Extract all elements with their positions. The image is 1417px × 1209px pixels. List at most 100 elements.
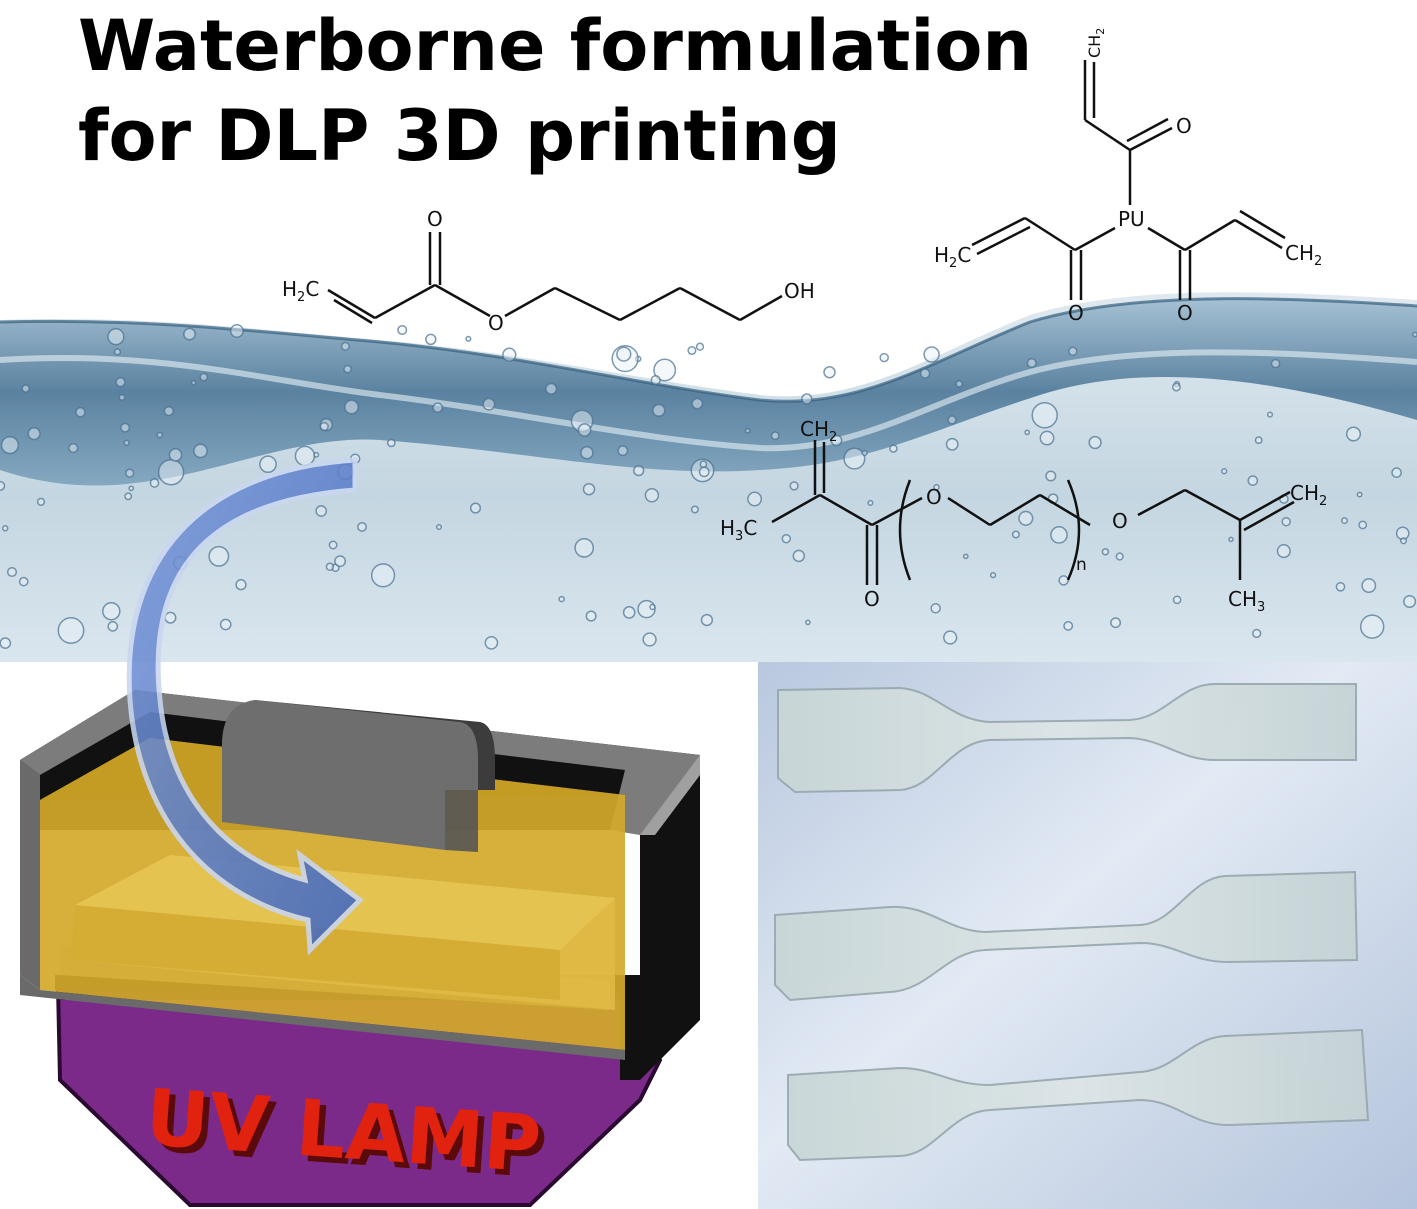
dogbone-specimen bbox=[774, 870, 1359, 1002]
water-bubble bbox=[792, 549, 806, 563]
water-bubble bbox=[1172, 595, 1182, 605]
water-bubble bbox=[1, 525, 9, 532]
water-bubble bbox=[315, 505, 328, 517]
water-bubble bbox=[558, 595, 565, 603]
water-bubble bbox=[319, 421, 329, 432]
water-bubble bbox=[27, 426, 41, 441]
water-bubble bbox=[102, 601, 121, 621]
water-bubble bbox=[465, 335, 472, 342]
water-bubble bbox=[340, 341, 350, 351]
water-bubble bbox=[700, 613, 714, 627]
molecule-pegdma bbox=[771, 440, 1295, 585]
water-bubble bbox=[695, 342, 705, 351]
water-bubble bbox=[1281, 516, 1291, 527]
water-bubble bbox=[115, 377, 126, 388]
water-bubble bbox=[6, 566, 18, 578]
water-bubble bbox=[879, 352, 889, 363]
water-bubble bbox=[989, 571, 997, 579]
water-bubble bbox=[781, 533, 792, 544]
water-bubble bbox=[923, 346, 940, 363]
water-bubble bbox=[484, 635, 499, 650]
build-platform bbox=[222, 700, 495, 852]
water-bubble bbox=[344, 399, 359, 415]
water-bubble bbox=[75, 406, 86, 418]
water-bubble bbox=[823, 365, 836, 379]
water-bubble bbox=[962, 553, 969, 560]
dlp-printer: UV LAMP UV LAMP bbox=[20, 690, 700, 1207]
water-bubble bbox=[861, 449, 868, 457]
water-bubble bbox=[190, 379, 197, 386]
water-bubble bbox=[650, 374, 661, 386]
water-bubble bbox=[1247, 475, 1259, 486]
water-bubble bbox=[113, 348, 122, 356]
water-bubble bbox=[259, 455, 277, 474]
water-bubble bbox=[1115, 552, 1124, 561]
water-bubble bbox=[801, 393, 813, 405]
water-bubble bbox=[1026, 357, 1037, 369]
water-bubble bbox=[502, 347, 517, 362]
water-bubble bbox=[294, 445, 316, 467]
water-bubble bbox=[156, 431, 163, 439]
water-bubble bbox=[582, 482, 596, 496]
water-bubble bbox=[1358, 520, 1368, 530]
water-bubble bbox=[955, 380, 963, 388]
water-bubble bbox=[1088, 435, 1102, 450]
water-bubble bbox=[770, 431, 780, 441]
water-bubble bbox=[124, 492, 133, 501]
water-bubble bbox=[18, 576, 29, 587]
water-bubble bbox=[843, 447, 866, 470]
water-bubble bbox=[1266, 411, 1274, 418]
water-bubble bbox=[325, 562, 335, 572]
water-bubble bbox=[649, 603, 656, 611]
water-bubble bbox=[622, 606, 636, 619]
water-bubble bbox=[642, 632, 657, 647]
water-bubble bbox=[947, 415, 957, 425]
water-bubble bbox=[128, 485, 135, 492]
water-bubble bbox=[164, 611, 177, 624]
water-bubble bbox=[1270, 358, 1281, 369]
pegdma-left-oxygen: O bbox=[926, 485, 942, 509]
water-bubbles bbox=[0, 324, 1417, 650]
water-bubble bbox=[1058, 575, 1069, 586]
water-bubble bbox=[1221, 468, 1228, 475]
water-bubble bbox=[0, 480, 6, 491]
water-bubble bbox=[1276, 544, 1291, 559]
water-bubble bbox=[1361, 578, 1377, 594]
water-bubble bbox=[574, 538, 595, 558]
water-bubble bbox=[57, 617, 85, 644]
pua-right-ch2-label: CH2 bbox=[1285, 241, 1322, 269]
pua-core-label: PU bbox=[1118, 207, 1145, 231]
water-bubble bbox=[1101, 548, 1110, 556]
water-bubble bbox=[687, 345, 697, 356]
water-bubble bbox=[889, 444, 898, 453]
water-bubble bbox=[1039, 430, 1055, 446]
pua-top-ch2-label: CH2 bbox=[1085, 28, 1107, 58]
water-bubble bbox=[1254, 436, 1263, 445]
water-bubble bbox=[919, 368, 931, 379]
pua-left-h2c-label: H2C bbox=[934, 243, 971, 271]
pegdma-right-ch2-label: CH2 bbox=[1290, 481, 1327, 509]
water-bubble bbox=[36, 497, 46, 506]
process-arrow bbox=[126, 457, 364, 956]
water-bubble bbox=[343, 364, 352, 374]
water-bubble bbox=[698, 466, 710, 478]
water-bubble bbox=[1031, 402, 1058, 429]
water-bubble bbox=[125, 468, 135, 478]
water-bubble bbox=[789, 481, 799, 491]
title-line-2: for DLP 3D printing bbox=[78, 95, 841, 177]
water-bubble bbox=[1011, 530, 1020, 539]
water-bubble bbox=[1391, 467, 1402, 478]
water-bubble bbox=[1050, 526, 1068, 544]
water-bubble bbox=[1068, 346, 1078, 357]
water-bubble bbox=[1252, 628, 1262, 639]
water-bubble bbox=[617, 445, 629, 457]
water-bubble bbox=[469, 502, 482, 514]
water-bubble bbox=[432, 402, 444, 414]
water-bubble bbox=[107, 621, 119, 632]
water-bubble bbox=[397, 324, 408, 336]
molecule-hydroxybutyl-acrylate bbox=[327, 232, 783, 325]
water-wave-band bbox=[0, 298, 1417, 486]
dogbone-specimen bbox=[787, 1028, 1370, 1162]
molecule-polyurethane-acrylate bbox=[971, 60, 1286, 300]
water-bubble bbox=[1045, 470, 1057, 482]
